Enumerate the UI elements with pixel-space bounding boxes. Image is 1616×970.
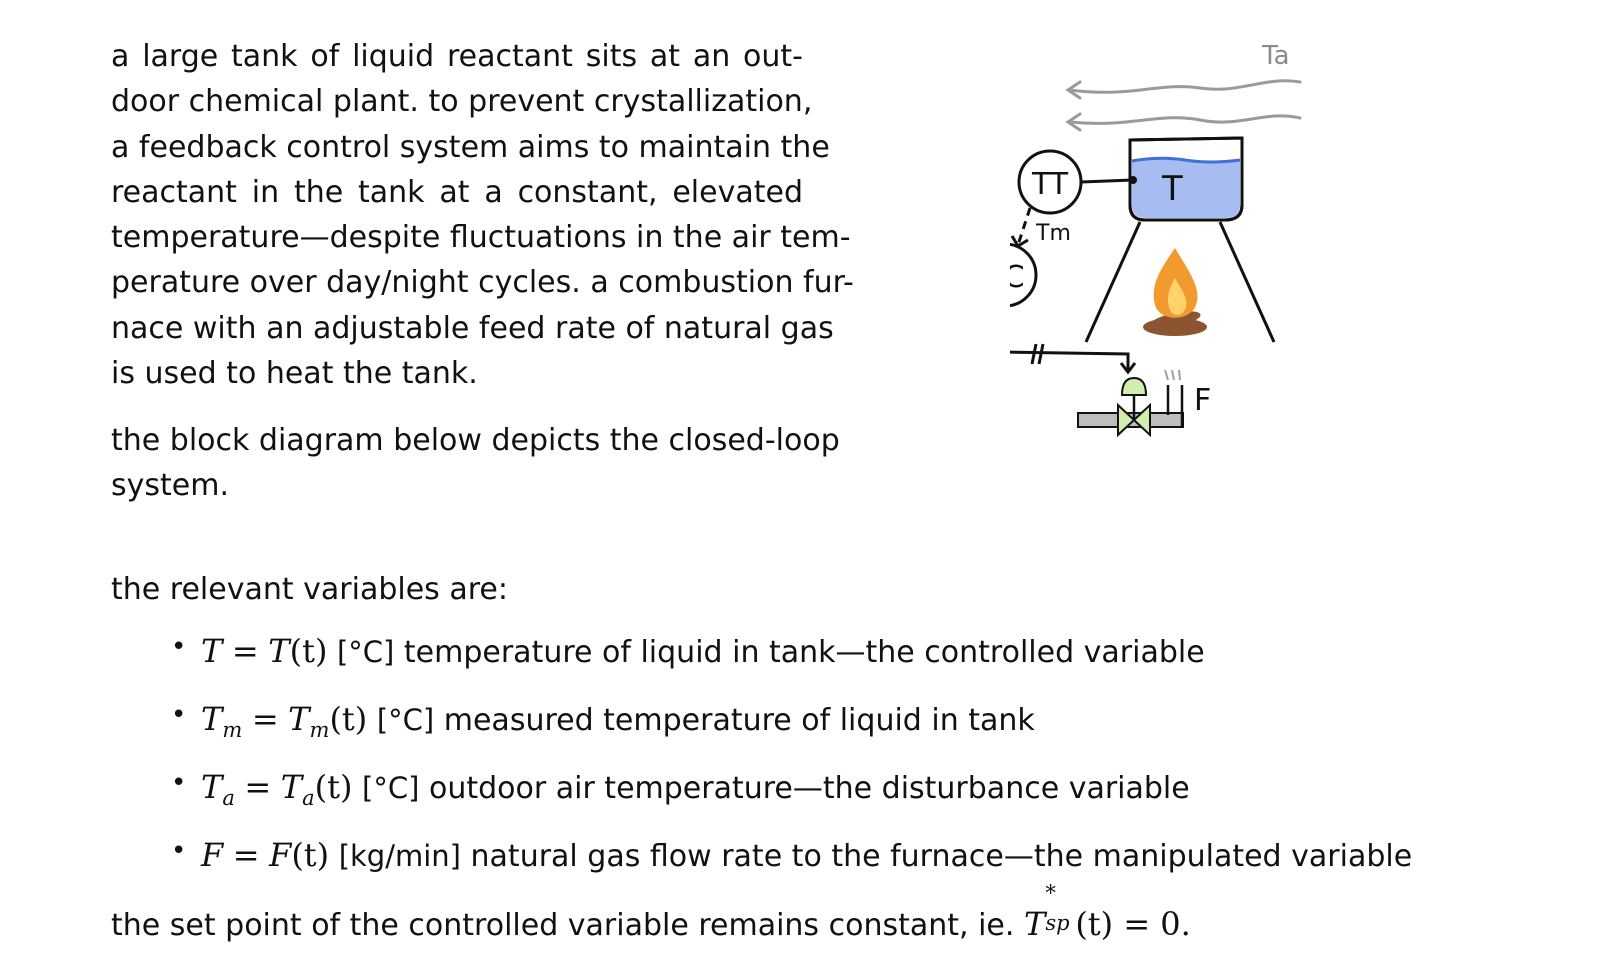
tank-temperature-label: T <box>1161 169 1183 209</box>
temperature-controller: TC <box>1010 242 1038 308</box>
transmitter-label: TT <box>1031 167 1069 202</box>
variable-description: natural gas flow rate to the furnace—the… <box>470 839 1413 874</box>
measured-signal <box>1010 207 1032 249</box>
intro-line: a feedback control system aims to mainta… <box>111 129 830 165</box>
setpoint-sentence: the set point of the controlled variable… <box>111 881 1191 943</box>
variable-unit: [°C] <box>336 635 395 669</box>
variable-unit: [kg/min] <box>338 839 461 873</box>
measured-temperature-label: Tm <box>1035 221 1071 246</box>
variable-symbol: Ta <box>201 768 235 810</box>
equals-sign: = <box>251 700 279 738</box>
equals-sign: = <box>231 632 259 670</box>
block-line: the block diagram below depicts the clos… <box>111 423 840 458</box>
temperature-transmitter: TT <box>1017 149 1137 215</box>
intro-line: door chemical plant. to prevent crystall… <box>111 84 813 120</box>
variables-heading: the relevant variables are: <box>111 572 508 607</box>
variable-function: T(t) <box>268 632 328 670</box>
equals-sign: = <box>244 768 272 806</box>
bullet-icon: • <box>171 836 187 866</box>
variable-function: Ta(t) <box>280 768 353 810</box>
block-diagram-paragraph: the block diagram below depicts the clos… <box>111 418 840 509</box>
setpoint-symbol: T*sp(t) = 0. <box>1023 881 1191 943</box>
process-diagram: Ta T TT Tm TC <box>1010 41 1302 438</box>
bullet-icon: • <box>171 768 187 798</box>
intro-line: a large tank of liquid reactant sits at … <box>111 39 803 74</box>
fire-icon <box>1143 248 1207 336</box>
variable-description: measured temperature of liquid in tank <box>443 703 1035 738</box>
variable-unit: [°C] <box>362 771 420 805</box>
air-flow-lines <box>1065 79 1302 132</box>
tank: T <box>1128 136 1244 222</box>
intro-line: perature over day/night cycles. a combus… <box>111 265 854 301</box>
control-valve-icon <box>1077 369 1184 438</box>
bullet-icon: • <box>171 632 187 662</box>
air-temperature-label: Ta <box>1261 41 1290 71</box>
variable-description: outdoor air temperature—the disturbance … <box>428 771 1190 806</box>
variable-function: F(t) <box>269 836 330 874</box>
flow-label: F <box>1194 383 1211 418</box>
block-line: system. <box>111 468 229 504</box>
variable-symbol: Tm <box>201 700 243 742</box>
variable-description: temperature of liquid in tank—the contro… <box>403 635 1205 670</box>
intro-paragraph: a large tank of liquid reactant sits at … <box>111 34 854 396</box>
variable-symbol: T <box>201 632 223 670</box>
intro-line: temperature—despite fluctuations in the … <box>111 220 851 256</box>
intro-line: reactant in the tank at a constant, elev… <box>111 174 803 210</box>
tank-stand <box>1084 221 1276 343</box>
variable-function: Tm(t) <box>288 700 368 742</box>
variable-unit: [°C] <box>376 703 435 737</box>
variable-symbol: F <box>201 836 224 874</box>
intro-line: nace with an adjustable feed rate of nat… <box>111 310 834 346</box>
controller-label: TC <box>1010 260 1025 295</box>
control-signal-line <box>1010 343 1137 375</box>
equals-sign: = <box>232 836 260 874</box>
setpoint-text: the set point of the controlled variable… <box>111 908 1015 943</box>
intro-line: is used to heat the tank. <box>111 356 478 392</box>
bullet-icon: • <box>171 700 187 730</box>
